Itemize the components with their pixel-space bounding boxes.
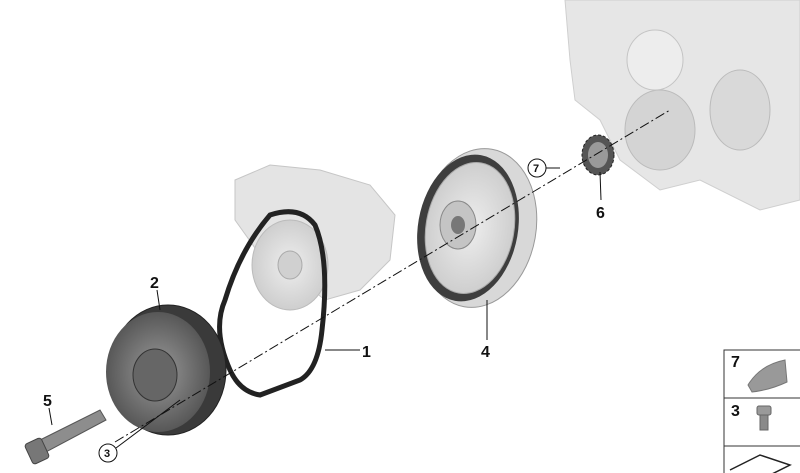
belt-pulley [106,304,227,436]
sprocket [581,134,615,176]
legend-3: 3 [731,403,740,420]
legend-7: 7 [731,354,740,371]
screw-icon [756,405,772,431]
parts-legend: 7 3 [723,349,800,473]
callout-5: 5 [43,393,52,410]
callout-2: 2 [150,275,159,292]
drive-belt [217,209,328,398]
engine-cover [564,0,800,211]
vibration-damper [417,148,538,308]
callout-6: 6 [596,205,605,222]
callout-1: 1 [362,344,371,361]
water-pump [234,164,396,311]
callout-4: 4 [481,344,490,361]
woodruff-key-icon [747,359,788,393]
gasket-icon [729,454,792,473]
bolt [24,409,107,465]
callout-7: 7 [533,163,539,175]
axis-line [114,109,671,443]
callout-3: 3 [104,448,110,460]
